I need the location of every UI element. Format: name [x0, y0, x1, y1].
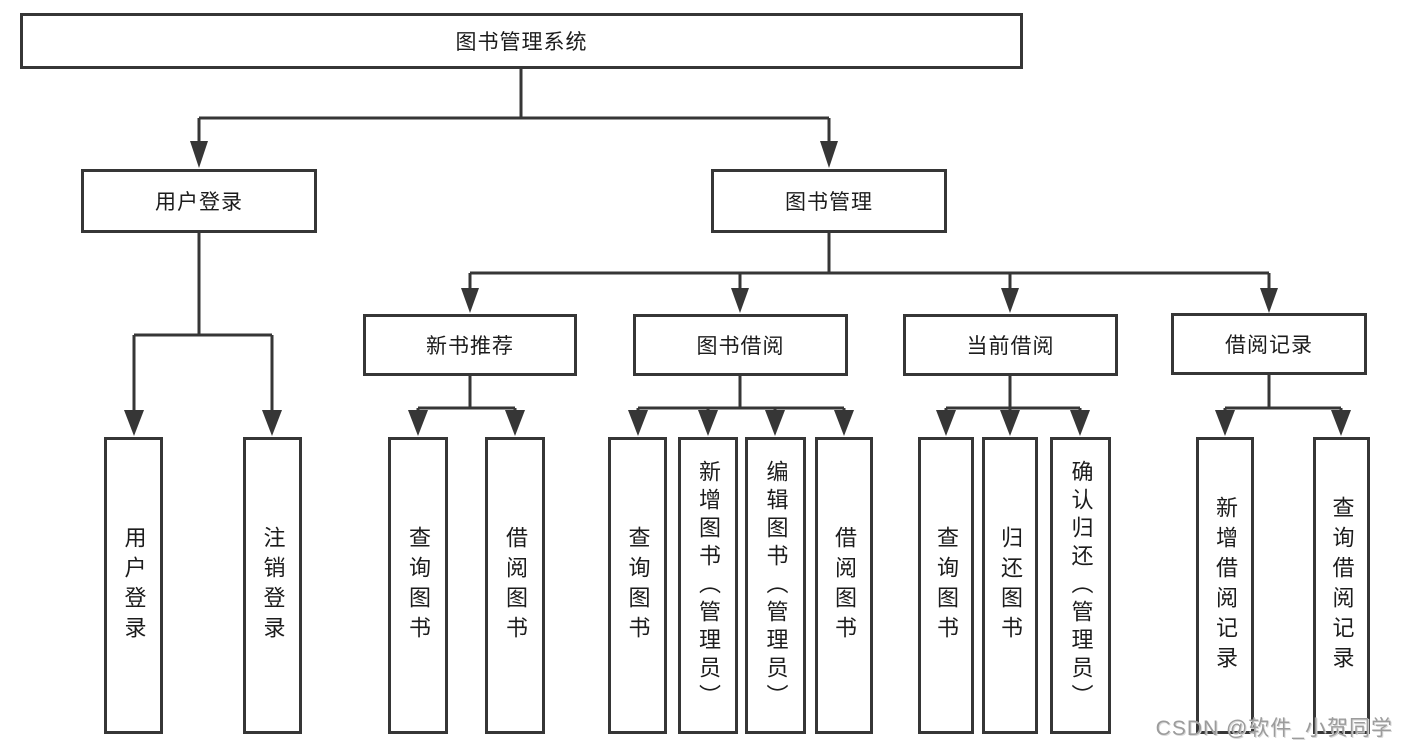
- leaf-user-login: 用户登录: [104, 437, 163, 734]
- leaf-recommend-borrow-books: 借阅图书: [485, 437, 545, 734]
- leaf-borrow-books: 借阅图书: [815, 437, 873, 734]
- leaf-logout-login: 注销登录: [243, 437, 302, 734]
- node-book-borrow: 图书借阅: [633, 314, 848, 376]
- node-current-borrow: 当前借阅: [903, 314, 1118, 376]
- leaf-add-borrow-record: 新增借阅记录: [1196, 437, 1254, 734]
- leaf-confirm-return-admin: 确认归还（管理员）: [1050, 437, 1111, 734]
- leaf-edit-book-admin: 编辑图书（管理员）: [745, 437, 806, 734]
- node-user-login: 用户登录: [81, 169, 317, 233]
- node-book-management: 图书管理: [711, 169, 947, 233]
- leaf-add-book-admin: 新增图书（管理员）: [678, 437, 738, 734]
- node-root-system: 图书管理系统: [20, 13, 1023, 69]
- watermark: CSDN @软件_小贺同学: [1155, 717, 1393, 740]
- leaf-return-books: 归还图书: [982, 437, 1038, 734]
- node-new-book-recommend: 新书推荐: [363, 314, 577, 376]
- leaf-query-borrow-record: 查询借阅记录: [1313, 437, 1370, 734]
- leaf-borrow-query-books: 查询图书: [608, 437, 667, 734]
- leaf-recommend-query-books: 查询图书: [388, 437, 448, 734]
- node-borrow-records: 借阅记录: [1171, 313, 1367, 375]
- leaf-current-query-books: 查询图书: [918, 437, 974, 734]
